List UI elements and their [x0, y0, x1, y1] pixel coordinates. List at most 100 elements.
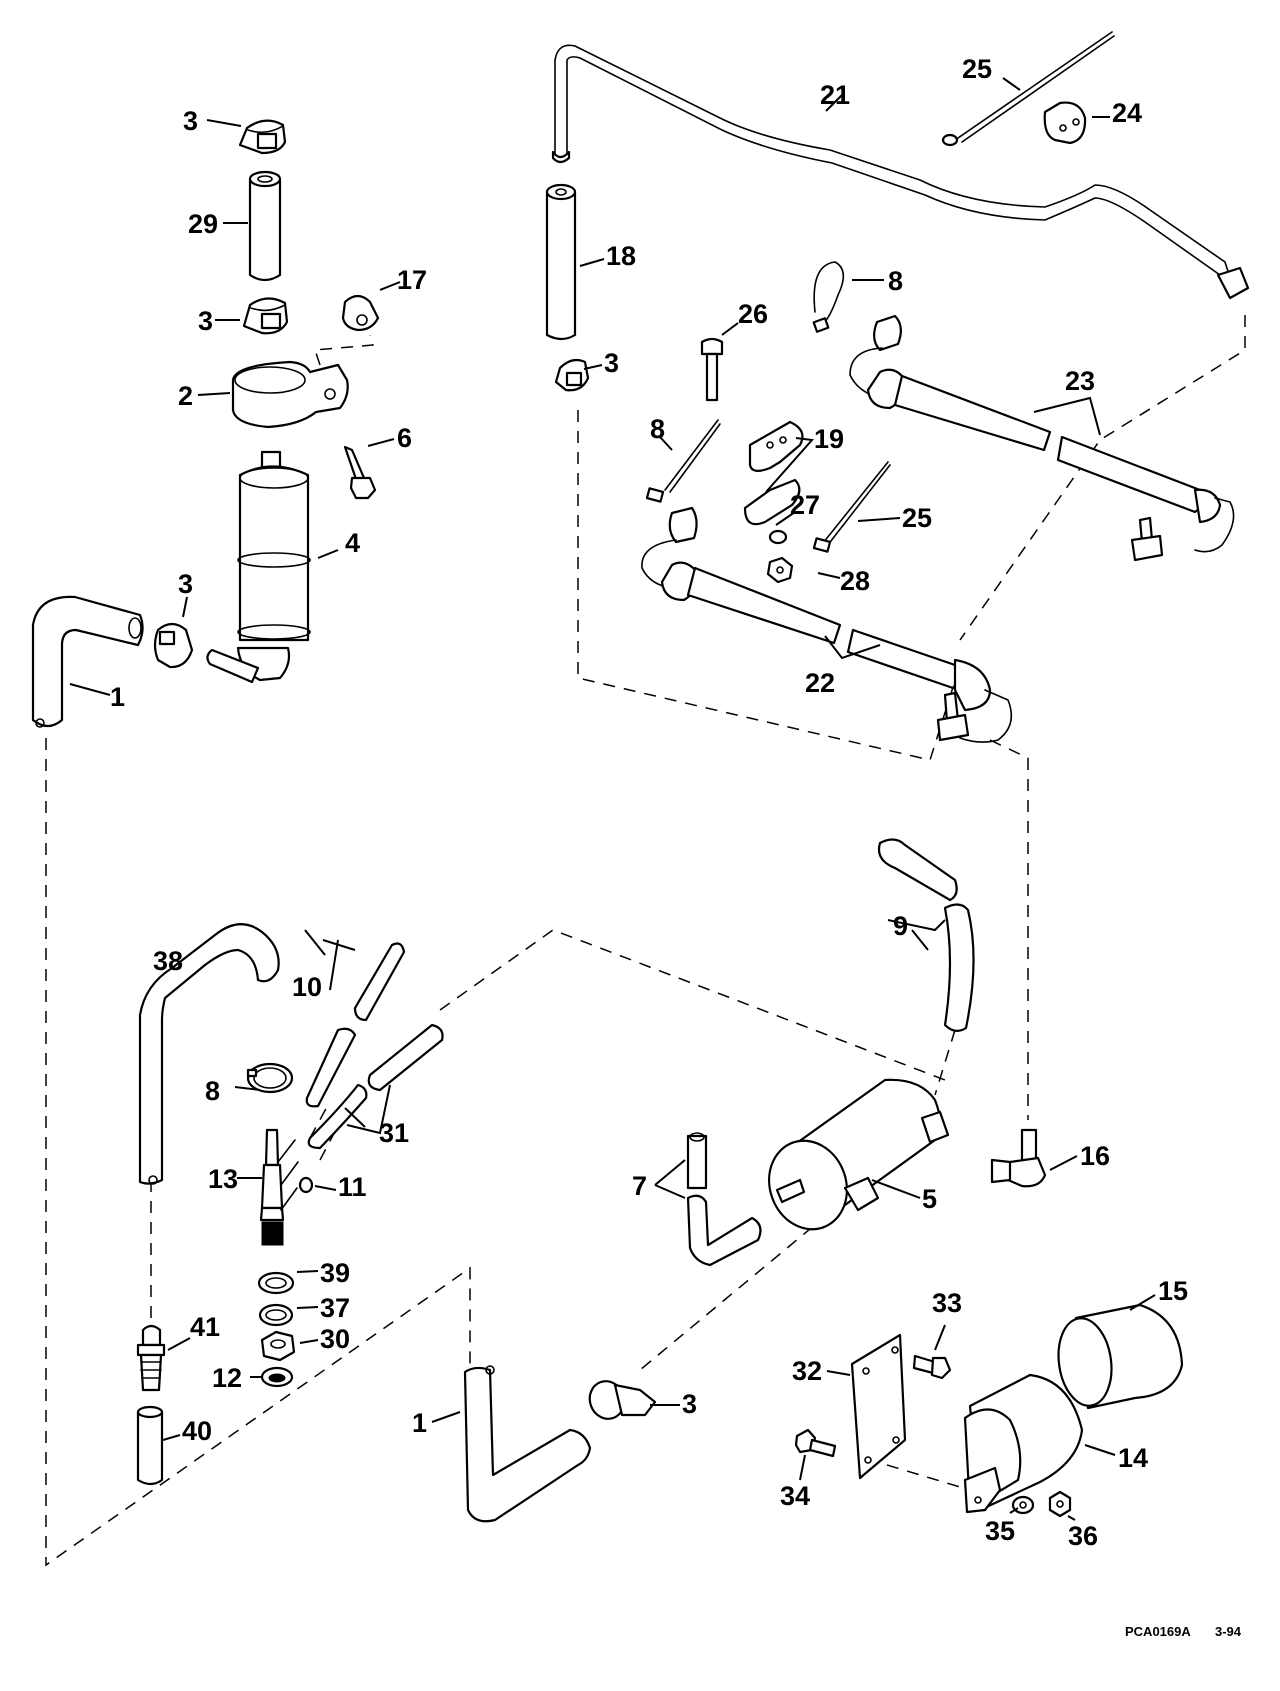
part-elbow-fitting-16 [990, 1128, 1047, 1188]
part-washer-12 [260, 1366, 294, 1388]
part-hose-clamp-second [242, 297, 289, 335]
callout-2: 2 [178, 381, 193, 411]
callout-8: 8 [650, 414, 665, 444]
callout-8: 8 [205, 1076, 220, 1106]
callout-6: 6 [397, 423, 412, 453]
callout-8: 8 [888, 266, 903, 296]
part-tie-strap-25-middle [812, 461, 891, 553]
part-screw-34 [794, 1428, 837, 1458]
part-cap-11 [298, 1176, 314, 1194]
callout-3: 3 [178, 569, 193, 599]
part-washer-27 [768, 529, 788, 545]
assembly-line-9-to-5 [934, 1029, 956, 1096]
callout-23: 23 [1065, 366, 1095, 396]
part-hose-pair-9 [877, 838, 975, 1032]
part-nut-36 [1048, 1490, 1072, 1518]
part-screw-33 [912, 1354, 952, 1380]
part-hose-elbow-38 [138, 923, 280, 1185]
drawing-number: PCA0169A [1125, 1624, 1191, 1639]
part-hose-40 [136, 1405, 164, 1486]
callout-39: 39 [320, 1258, 350, 1288]
assembly-line-16 [989, 739, 1029, 1120]
callout-24: 24 [1112, 98, 1142, 128]
part-hose-clamp-bottom [588, 1380, 657, 1420]
callout-16: 16 [1080, 1141, 1110, 1171]
leader-lines [69, 77, 1156, 1521]
part-hose-pair-10 [305, 942, 406, 1108]
part-fitting-41 [136, 1324, 166, 1392]
callout-4: 4 [345, 528, 360, 558]
callout-15: 15 [1158, 1276, 1188, 1306]
part-hose-elbow-bottom [463, 1365, 592, 1523]
assembly-line-left-vertical [45, 738, 471, 1567]
part-fuel-line-assembly-22 [641, 506, 1013, 743]
callout-1: 1 [412, 1408, 427, 1438]
revision-date: 3-94 [1215, 1624, 1242, 1639]
callout-22: 22 [805, 668, 835, 698]
callout-32: 32 [792, 1356, 822, 1386]
part-hose-clamp-top [238, 119, 287, 155]
callout-31: 31 [379, 1118, 409, 1148]
callout-3: 3 [682, 1389, 697, 1419]
part-tie-strap-8-loop [812, 261, 845, 333]
callout-labels: 3 29 3 17 2 6 4 3 1 25 21 24 18 3 8 26 8… [110, 54, 1188, 1551]
part-fuel-line-21 [551, 44, 1250, 300]
part-hose-clamp-third [153, 622, 194, 669]
callout-19: 19 [814, 424, 844, 454]
callout-5: 5 [922, 1184, 937, 1214]
part-fuel-line-assembly-23 [849, 314, 1235, 562]
assembly-line-13-to-31 [309, 1104, 341, 1161]
part-hose-clamp-8-ring [246, 1062, 294, 1094]
part-grommet-24 [1043, 101, 1087, 145]
callout-35: 35 [985, 1516, 1015, 1546]
callout-21: 21 [820, 80, 850, 110]
part-sleeve-15 [1057, 1303, 1184, 1410]
callout-28: 28 [840, 566, 870, 596]
callout-36: 36 [1068, 1521, 1098, 1551]
part-washer-35 [1011, 1495, 1035, 1515]
callout-25: 25 [962, 54, 992, 84]
part-hose-clamp-fourth [554, 358, 590, 392]
part-tie-strap-8-straight [645, 419, 721, 503]
part-hose-29 [248, 170, 282, 282]
callout-10: 10 [292, 972, 322, 1002]
part-nut-30 [260, 1330, 296, 1362]
part-manifold-fitting-13 [259, 1128, 299, 1246]
part-hose-pair-7 [686, 1132, 762, 1267]
part-nut-28 [766, 556, 794, 584]
part-bracket-14 [963, 1373, 1084, 1514]
part-filter-canister-4 [206, 450, 311, 684]
callout-41: 41 [190, 1312, 220, 1342]
part-hose-18 [545, 183, 577, 341]
part-hose-pair-31 [307, 1023, 444, 1150]
callout-38: 38 [153, 946, 183, 976]
callout-34: 34 [780, 1481, 810, 1511]
part-tie-strap-25-top [941, 31, 1115, 147]
callout-30: 30 [320, 1324, 350, 1354]
callout-25: 25 [902, 503, 932, 533]
callout-17: 17 [397, 265, 427, 295]
assembly-line-32-to-14 [886, 1464, 971, 1491]
assembly-line-31-to-5 [439, 929, 946, 1081]
part-mounting-clamp-2 [231, 360, 349, 429]
callout-11: 11 [338, 1172, 367, 1202]
callout-37: 37 [320, 1293, 350, 1323]
callout-33: 33 [932, 1288, 962, 1318]
part-washer-37 [258, 1303, 294, 1327]
part-fuel-filter-5 [768, 1078, 950, 1231]
callout-7: 7 [632, 1171, 647, 1201]
part-bolt-6 [343, 445, 377, 500]
part-grommet-17 [341, 294, 380, 332]
callout-27: 27 [790, 490, 820, 520]
callout-13: 13 [208, 1164, 238, 1194]
callout-9: 9 [893, 911, 908, 941]
callout-18: 18 [606, 241, 636, 271]
drawing-footer: PCA0169A 3-94 [1125, 1624, 1242, 1639]
assembly-lines [45, 315, 1246, 1567]
callout-14: 14 [1118, 1443, 1148, 1473]
assembly-line-17-to-2 [313, 334, 374, 366]
callout-1: 1 [110, 682, 125, 712]
callout-3: 3 [183, 106, 198, 136]
part-clamp-halves-19 [743, 420, 804, 526]
callout-12: 12 [212, 1363, 242, 1393]
